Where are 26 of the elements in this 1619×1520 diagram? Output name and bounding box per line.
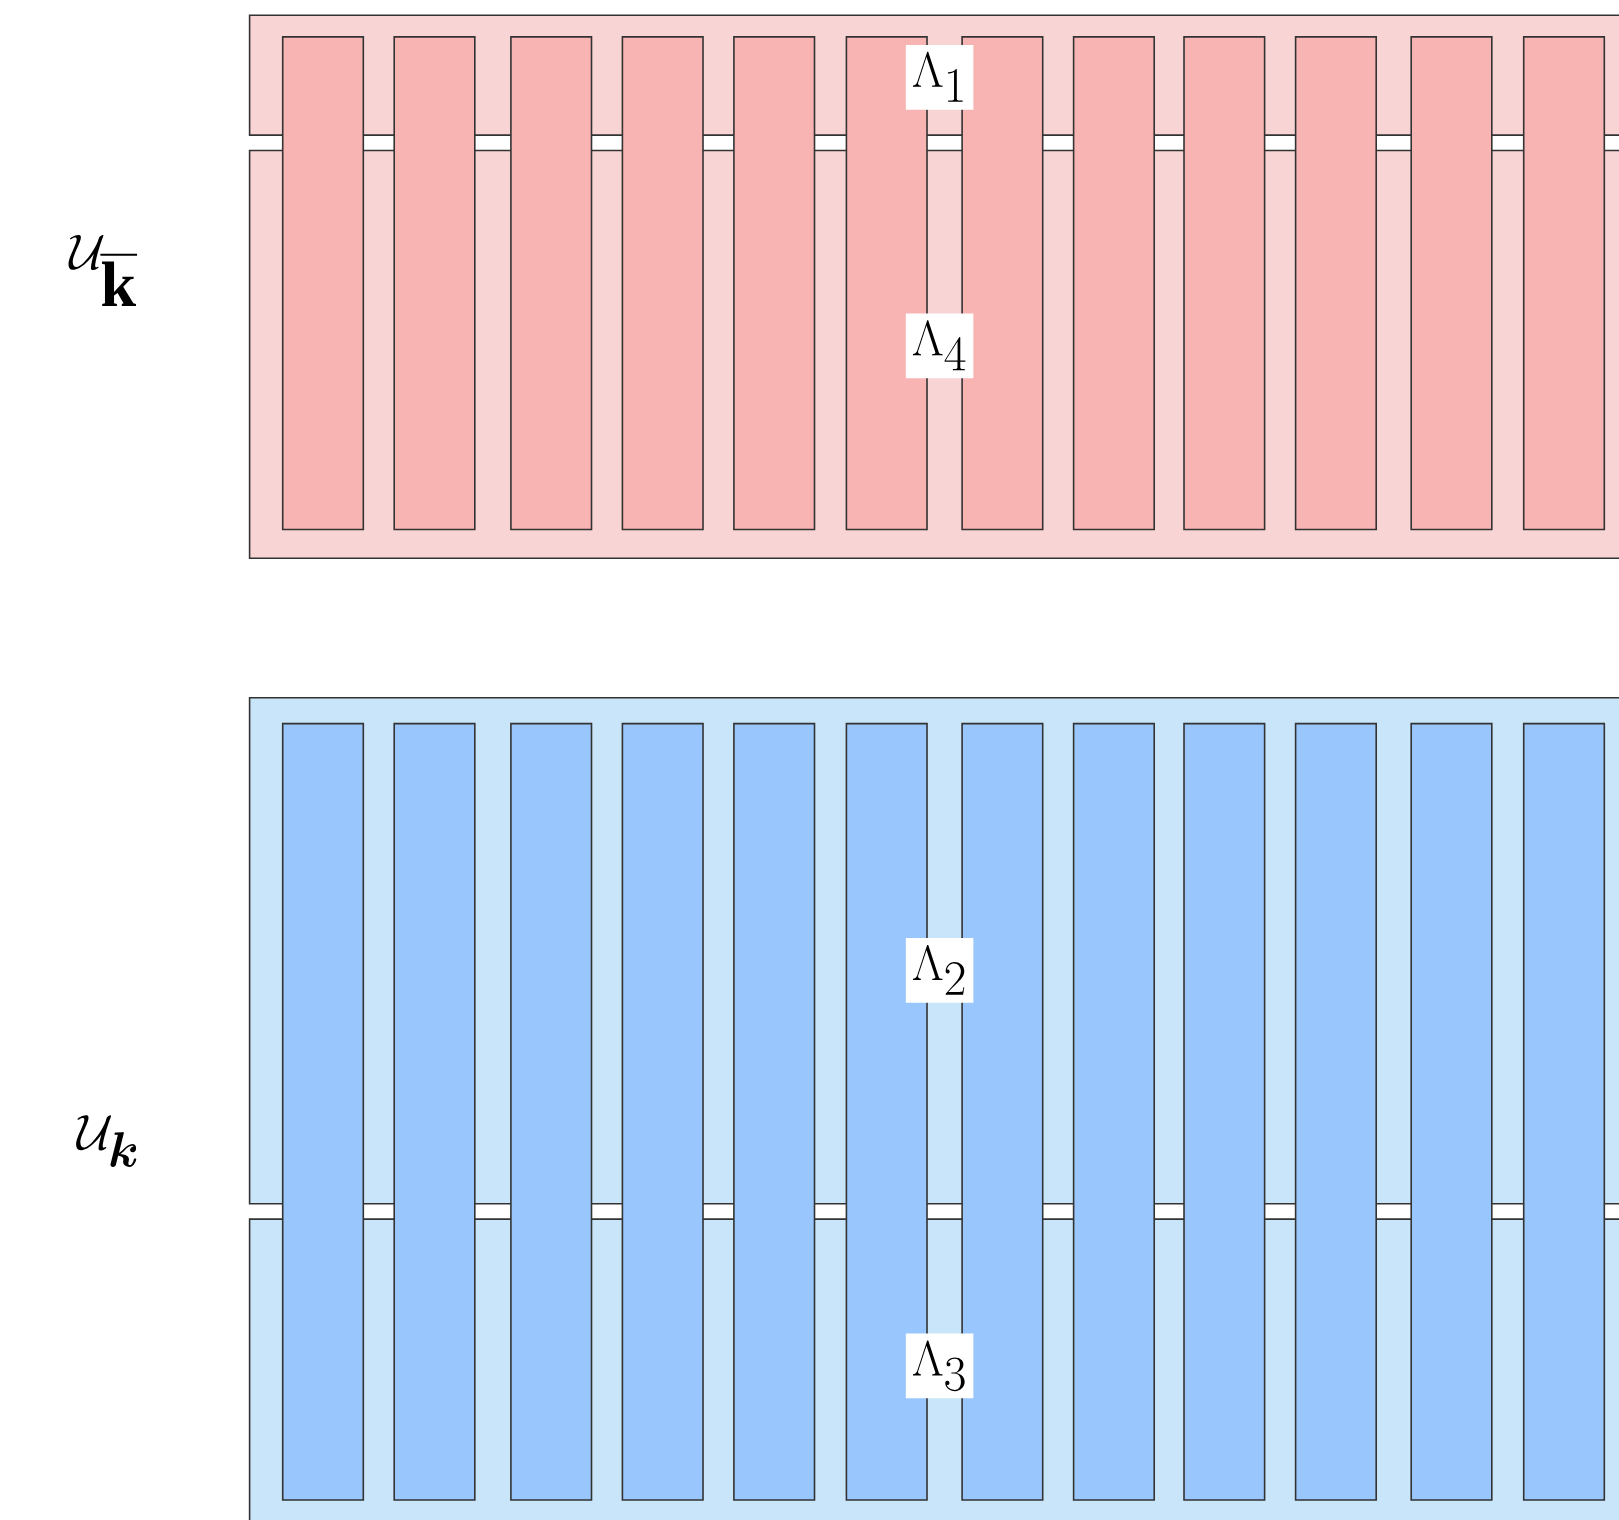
- bar: [733, 722, 816, 1501]
- bar: [393, 36, 476, 531]
- bar: [1522, 36, 1606, 531]
- bar: [1183, 36, 1266, 531]
- bar: [281, 722, 365, 1501]
- bar: [621, 36, 704, 531]
- band-label: $\Lambda_2$: [905, 938, 974, 1003]
- bar: [510, 722, 593, 1501]
- bar: [1072, 36, 1155, 531]
- bar: [1072, 722, 1155, 1501]
- bar: [393, 722, 476, 1501]
- bar: [1294, 722, 1377, 1501]
- bar: [1410, 36, 1493, 531]
- bar: [1410, 722, 1493, 1501]
- band-label: $\Lambda_3$: [905, 1333, 974, 1399]
- bar: [510, 36, 593, 531]
- band-label: $\Lambda_4$: [905, 313, 974, 379]
- bar: [1294, 36, 1377, 531]
- bar: [1183, 722, 1266, 1501]
- region-label: $\mathcal{U}_{\boldsymbol{k}}$: [76, 1115, 137, 1167]
- bar: [281, 36, 365, 531]
- band-label: $\Lambda_1$: [905, 45, 974, 110]
- bar: [733, 36, 816, 531]
- bar: [1522, 722, 1606, 1501]
- region-label: $\mathcal{U}_{\overline{\mathbf{k}}}$: [68, 234, 138, 307]
- bar: [621, 722, 704, 1501]
